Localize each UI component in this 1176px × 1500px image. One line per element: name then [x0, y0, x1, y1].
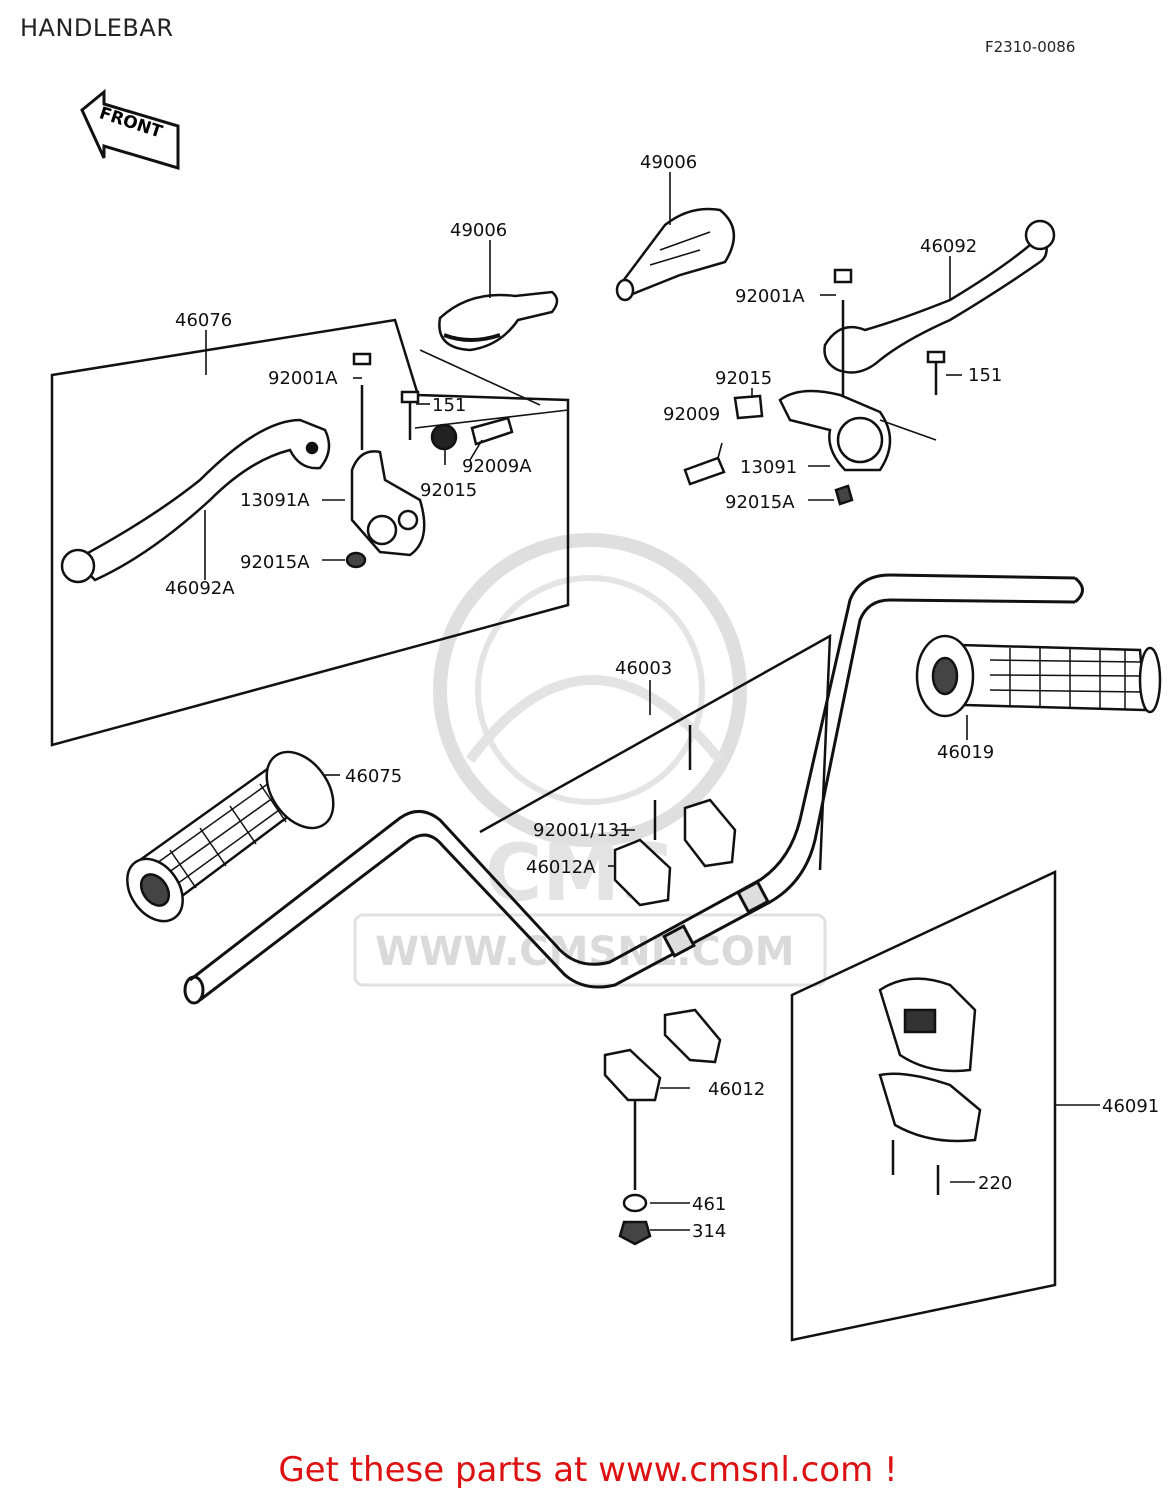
part-label-46092a: 46092A: [165, 578, 235, 599]
figure-code: F2310-0086: [985, 38, 1076, 56]
promo-text[interactable]: Get these parts at www.cmsnl.com !: [278, 1450, 898, 1490]
clamp-46012A: [613, 725, 737, 907]
part-label-46019: 46019: [937, 742, 994, 763]
leader-lines: [204, 172, 1100, 1231]
page-title: HANDLEBAR: [20, 14, 174, 42]
part-label-46075: 46075: [345, 766, 402, 787]
part-label-46076: 46076: [175, 310, 232, 331]
part-label-314: 314: [692, 1221, 726, 1242]
part-label-49006-right: 49006: [640, 152, 697, 173]
part-label-92009: 92009: [663, 404, 720, 425]
part-label-92015-right: 92015: [715, 368, 772, 389]
right-switch-frame: [790, 870, 1057, 1342]
part-label-92001a-left: 92001A: [268, 368, 338, 389]
part-label-92001a-right: 92001A: [735, 286, 805, 307]
front-arrow: FRONT: [80, 88, 180, 171]
left-assembly-frame: [50, 318, 570, 747]
right-lever-46092: [683, 219, 1056, 506]
part-label-461: 461: [692, 1194, 726, 1215]
part-label-49006-left: 49006: [450, 220, 507, 241]
watermark-logo: CMS WWW.CMSNL.COM: [353, 533, 827, 987]
part-label-220: 220: [978, 1173, 1012, 1194]
part-label-92015a-left: 92015A: [240, 552, 310, 573]
part-label-92015-left: 92015: [420, 480, 477, 501]
part-label-92001-131: 92001/131: [533, 820, 631, 841]
left-dust-cover-49006: [438, 290, 559, 352]
part-label-13091: 13091: [740, 457, 797, 478]
part-label-46012: 46012: [708, 1079, 765, 1100]
right-grip-46019: [915, 634, 1162, 718]
right-dust-cover-49006: [615, 207, 735, 302]
part-label-13091a: 13091A: [240, 490, 310, 511]
left-holder-13091A: [345, 352, 514, 569]
part-label-46092: 46092: [920, 236, 977, 257]
watermark-text: WWW.CMSNL.COM: [375, 929, 795, 975]
part-label-46003: 46003: [615, 658, 672, 679]
part-label-46091: 46091: [1102, 1096, 1159, 1117]
part-label-92009a: 92009A: [462, 456, 532, 477]
part-labels: 49006 49006 46076 46092 92001A 92001A 15…: [165, 152, 1159, 1242]
part-label-151-right: 151: [968, 365, 1002, 386]
part-label-92015a-right: 92015A: [725, 492, 795, 513]
clamp-46012: [603, 1008, 722, 1246]
left-grip-46075: [126, 750, 335, 923]
handlebar-switch-46091: [878, 977, 982, 1195]
part-label-151-left: 151: [432, 395, 466, 416]
part-label-46012a: 46012A: [526, 857, 596, 878]
left-lever-46092A: [60, 418, 331, 584]
handlebar-46003: [183, 573, 1084, 1005]
